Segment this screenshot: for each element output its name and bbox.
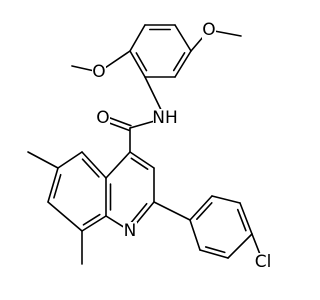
bond-benz-1 <box>81 151 107 179</box>
bond-ph-1-inner <box>196 202 213 221</box>
atom-label-background <box>202 21 216 39</box>
atom-labels-layer: O O O NH N Cl <box>92 20 275 272</box>
bond-ring-top-1 <box>129 50 146 78</box>
bond-ring-top-1-inner <box>135 52 148 72</box>
bond-ph-3-inner <box>236 208 247 232</box>
bond-benz-2 <box>57 151 83 169</box>
bond-benz-3-inner <box>53 173 62 199</box>
bond-benz-5-inner <box>82 213 101 226</box>
bond-quin-phenyl <box>153 201 191 221</box>
atom-label-background <box>92 63 106 81</box>
atom-label-background <box>153 109 177 127</box>
bond-methyl-6 <box>27 151 59 169</box>
atom-label-background <box>96 109 110 127</box>
bond-benz-1-inner <box>81 158 100 178</box>
atom-label-background <box>123 222 137 240</box>
bond-ph-6 <box>189 219 201 251</box>
atom-label-methoxy-oxygen-left: O <box>92 62 105 82</box>
bond-pyr-1-inner <box>130 157 149 170</box>
bond-ring-top-5-inner <box>172 52 186 72</box>
bond-ring-top-5 <box>174 50 192 78</box>
bond-ph-2 <box>211 195 241 204</box>
bond-pyr-1 <box>129 151 155 169</box>
molecule-structure: O O O NH N Cl <box>27 20 275 272</box>
atom-label-chlorine: Cl <box>255 252 272 272</box>
bond-ph-3 <box>239 202 253 235</box>
bond-pyr-6 <box>105 151 131 179</box>
bond-ph-5-inner <box>204 246 226 254</box>
atom-label-carbonyl-oxygen: O <box>96 108 109 128</box>
bond-benz-4 <box>47 201 83 232</box>
atom-label-amide-nitrogen: NH <box>152 108 178 128</box>
atom-label-methoxy-oxygen-top: O <box>202 20 215 40</box>
bond-ph-4 <box>227 233 253 259</box>
bond-ring-top-2 <box>129 24 146 52</box>
atom-label-background <box>251 253 275 271</box>
bond-pyr-3-inner <box>129 202 148 225</box>
bond-benz-3 <box>47 167 59 203</box>
atom-label-quinoline-nitrogen: N <box>124 221 137 241</box>
bond-ph-5 <box>199 249 229 259</box>
bonds-layer <box>27 24 264 265</box>
bond-ring-top-4 <box>174 24 192 52</box>
bond-benz-5 <box>81 215 107 232</box>
bond-ph-1 <box>189 195 213 221</box>
